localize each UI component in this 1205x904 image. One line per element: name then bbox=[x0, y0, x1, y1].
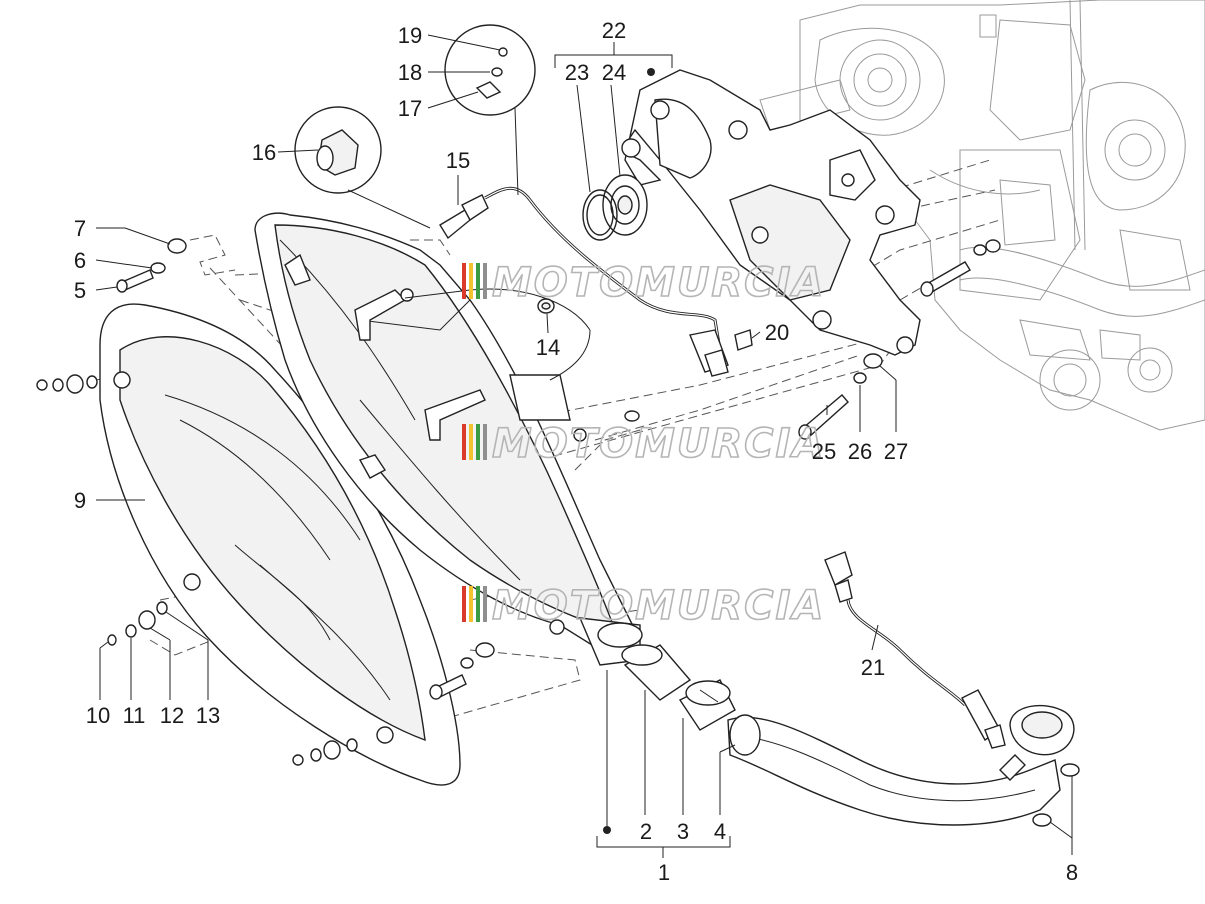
callout-8: 8 bbox=[1066, 860, 1078, 885]
callout-11: 11 bbox=[123, 703, 146, 728]
callout-labels: 19 18 17 16 15 22 23 24 7 6 5 14 20 9 25… bbox=[74, 18, 1078, 885]
callout-4: 4 bbox=[714, 819, 726, 844]
callout-5: 5 bbox=[74, 278, 86, 303]
callout-1: 1 bbox=[658, 860, 670, 885]
callout-27: 27 bbox=[884, 439, 908, 464]
callout-22: 22 bbox=[602, 18, 626, 43]
callout-7: 7 bbox=[74, 216, 86, 241]
lambda-sensor-upper bbox=[439, 186, 753, 377]
callout-13: 13 bbox=[196, 703, 220, 728]
callout-20: 20 bbox=[765, 320, 789, 345]
callout-21: 21 bbox=[861, 655, 885, 680]
fasteners-5-7 bbox=[116, 238, 187, 293]
callout-25: 25 bbox=[812, 439, 836, 464]
fasteners-muffler-lower bbox=[429, 642, 495, 700]
callout-18: 18 bbox=[398, 60, 422, 85]
snap-ring bbox=[582, 189, 618, 241]
detail-circle-17-19 bbox=[444, 24, 536, 196]
watermark-3: MOTOMURCIA bbox=[462, 582, 825, 630]
detail-circle-16 bbox=[294, 106, 431, 229]
callout-26: 26 bbox=[848, 439, 872, 464]
sleeve-2 bbox=[621, 644, 692, 701]
fasteners-25-27 bbox=[798, 353, 883, 440]
exhaust-pipe-4 bbox=[727, 704, 1075, 826]
callout-17: 17 bbox=[398, 96, 422, 121]
callout-2: 2 bbox=[640, 819, 652, 844]
callout-15: 15 bbox=[446, 148, 470, 173]
clamp-3 bbox=[678, 679, 736, 731]
mounting-bracket bbox=[621, 69, 921, 356]
watermark-text: MOTOMURCIA bbox=[492, 583, 825, 629]
watermark-text: MOTOMURCIA bbox=[492, 421, 825, 467]
callout-10: 10 bbox=[86, 703, 110, 728]
fasteners-bracket-bolt bbox=[920, 239, 1001, 297]
callout-14: 14 bbox=[536, 335, 560, 360]
watermark-2: MOTOMURCIA bbox=[462, 420, 825, 468]
muffler bbox=[254, 212, 643, 666]
callout-6: 6 bbox=[74, 248, 86, 273]
bearing bbox=[602, 174, 648, 236]
fasteners-left-top bbox=[36, 374, 98, 394]
callout-3: 3 bbox=[677, 819, 689, 844]
fasteners-bottom-left bbox=[292, 738, 358, 766]
callout-19: 19 bbox=[398, 23, 422, 48]
watermark-text: MOTOMURCIA bbox=[492, 260, 825, 306]
callout-24: 24 bbox=[602, 60, 626, 85]
fasteners-10-13 bbox=[107, 601, 168, 646]
leader-lines bbox=[95, 34, 1073, 858]
callout-12: 12 bbox=[160, 703, 184, 728]
heat-shield bbox=[99, 303, 461, 786]
callout-16: 16 bbox=[252, 140, 276, 165]
nuts-8 bbox=[1032, 763, 1080, 827]
watermark-1: MOTOMURCIA bbox=[462, 259, 825, 307]
callout-23: 23 bbox=[565, 60, 589, 85]
callout-9: 9 bbox=[74, 488, 86, 513]
lambda-sensor-21 bbox=[824, 551, 1006, 749]
